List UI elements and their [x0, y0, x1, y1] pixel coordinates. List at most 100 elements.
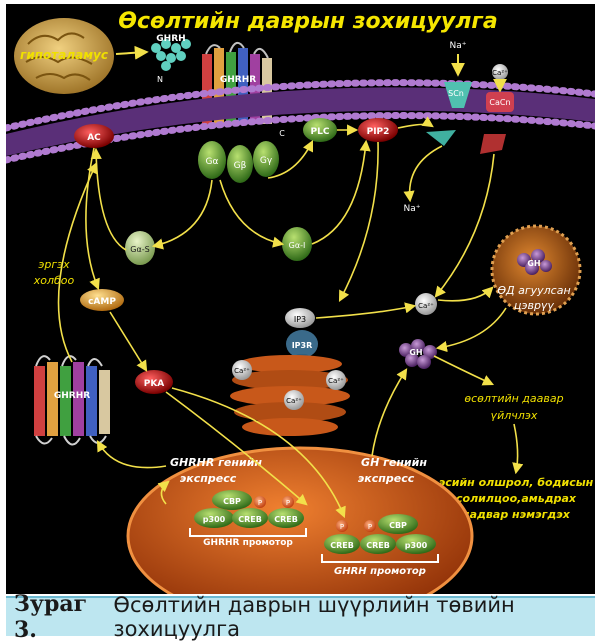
gh-expression-to-gh-arrow: [371, 368, 408, 457]
feedback-label-line-1: эргэх: [38, 258, 70, 271]
result-label-line-2: солилцоо,амьдрах: [456, 492, 577, 505]
pip2-label: PIP2: [367, 127, 390, 137]
cbp-left-label: CBP: [223, 497, 241, 506]
p-left-2-label: P: [286, 499, 290, 507]
ghrh-peptide-icon: [151, 39, 191, 71]
g-alpha-i-icon: [282, 227, 312, 261]
c-terminal-label: C: [279, 129, 285, 138]
creb-right-2-label: CREB: [366, 541, 390, 550]
p300-left-icon: [194, 508, 234, 528]
ghrhr-expression-to-receptor-arrow: [96, 440, 167, 469]
g-gamma-icon: [253, 141, 279, 177]
endoplasmic-reticulum-icon: [230, 355, 350, 436]
cacn-label: CaCn: [489, 98, 510, 107]
creb-right-1-icon: [324, 534, 360, 554]
figure-caption: Зураг 3. Өсөлтийн даврын шүүрлийн төвийн…: [6, 591, 595, 643]
signal-arrows: [57, 116, 524, 519]
g-alpha-s-icon: [125, 231, 155, 265]
g-alpha-i-label: Gα-I: [289, 241, 306, 250]
p-right-2-label: P: [368, 523, 372, 531]
cbp-right-icon: [378, 514, 418, 534]
promoter-to-ghrhr-expression-arrow: [157, 480, 170, 505]
effect-to-result-arrow: [512, 423, 524, 475]
ip3r-label: IP3R: [292, 341, 313, 350]
ca-to-vesicle-arrow: [437, 286, 494, 302]
ca-cyto-icon: [415, 293, 437, 315]
result-label-line-1: эсийн олшрол, бодисын: [439, 476, 594, 489]
vesicle-label-line-2: цэврүү: [514, 299, 554, 312]
camp-label: cAMP: [88, 297, 116, 307]
g-gamma-to-plc-arrow: [267, 139, 314, 179]
effect-label-line-1: өсөлтийн даавар: [464, 392, 563, 405]
pip2-to-scn-arrow: [397, 116, 434, 129]
caption-prefix: Зураг 3.: [14, 591, 88, 643]
ca-er-1-label: Ca²⁺: [234, 367, 250, 375]
camp-icon: [80, 289, 124, 311]
p-left-1-label: P: [258, 499, 262, 507]
signaling-diagram: Өсөлтийн даврын зохицуулга гипоталамус G…: [6, 9, 595, 594]
effect-label-line-2: үйлчлэх: [491, 409, 538, 422]
g-alpha-icon: [198, 141, 226, 179]
p300-right-icon: [396, 534, 436, 554]
gh-vesicle-icon: [490, 224, 582, 316]
cacn-to-ca-arrow: [434, 153, 495, 298]
scn-label: SCn: [448, 89, 464, 98]
camp-to-pka-arrow: [109, 311, 148, 372]
ca-top-icon: [492, 64, 508, 80]
promoter-left-label: GHRHR промотор: [203, 538, 293, 548]
gh-granule-label: GH: [527, 259, 540, 268]
ghrhr-top-label: GHRHR: [220, 75, 256, 85]
creb-right-1-label: CREB: [330, 541, 354, 550]
ac-enzyme-icon: [74, 124, 114, 148]
ip3-to-ca-arrow: [315, 302, 417, 319]
feedback-arrow: [57, 161, 98, 363]
ip3-label: IP3: [294, 315, 306, 324]
plc-enzyme-icon: [303, 118, 337, 142]
creb-left-2-icon: [268, 508, 304, 528]
vesicle-to-gh-arrow: [435, 307, 507, 353]
pip2-to-ip3-arrow: [338, 141, 379, 302]
pka-to-creb-left-arrow: [165, 391, 308, 506]
creb-left-1-icon: [232, 508, 268, 528]
vesicle-label-line-1: ӨД агуулсан: [497, 284, 570, 297]
result-label-line-3: чадвар нэмэгдэх: [462, 508, 571, 521]
ca-er-2-label: Ca²⁺: [286, 397, 302, 405]
g-alpha-i-to-pip2-arrow: [311, 139, 371, 245]
hypothalamus-to-ghrh-arrow: [115, 45, 149, 60]
ca-er-1-icon: [232, 360, 252, 380]
pka-enzyme-icon: [135, 370, 173, 394]
diagram-panel: Өсөлтийн даврын зохицуулга гипоталамус G…: [6, 4, 595, 594]
pka-label: PKA: [144, 379, 165, 389]
ac-label: AC: [87, 133, 101, 143]
g-alpha-to-g-alpha-i-arrow: [219, 179, 285, 248]
g-gamma-label: Gγ: [260, 156, 273, 166]
feedback-label-line-2: холбоо: [33, 274, 75, 287]
gh-to-effect-arrow: [433, 355, 495, 386]
creb-left-1-label: CREB: [238, 515, 262, 524]
ca-top-label: Ca²⁺: [492, 69, 508, 77]
g-beta-icon: [227, 145, 253, 183]
cacn-channel-icon: [486, 92, 514, 112]
n-terminal-label: N: [157, 75, 163, 84]
ip3-icon: [285, 308, 315, 328]
phospho-left-2-icon: [282, 496, 294, 508]
na-mid-label: Na⁺: [404, 204, 421, 214]
creb-left-2-label: CREB: [274, 515, 298, 524]
g-alpha-s-label: Gα-S: [130, 245, 149, 254]
scn-to-na-arrow: [403, 145, 443, 203]
ca-er-3-icon: [326, 370, 346, 390]
phospho-left-1-icon: [254, 496, 266, 508]
promoter-right-label: GHRH промотор: [334, 566, 426, 577]
p300-right-label: p300: [405, 541, 428, 550]
ghrhr-expression-label-line-1: GHRHR генийн: [170, 456, 262, 469]
na-channel-cone-icon: [426, 130, 456, 146]
cbp-right-label: CBP: [389, 521, 407, 530]
plc-label: PLC: [311, 127, 330, 137]
p-right-1-label: P: [340, 523, 344, 531]
diagram-title: Өсөлтийн даврын зохицуулга: [118, 9, 497, 34]
promoter-left-bracket: [189, 528, 307, 537]
gh-cluster-icon: [399, 339, 437, 369]
ca-er-2-icon: [284, 390, 304, 410]
ca-er-3-label: Ca²⁺: [328, 377, 344, 385]
